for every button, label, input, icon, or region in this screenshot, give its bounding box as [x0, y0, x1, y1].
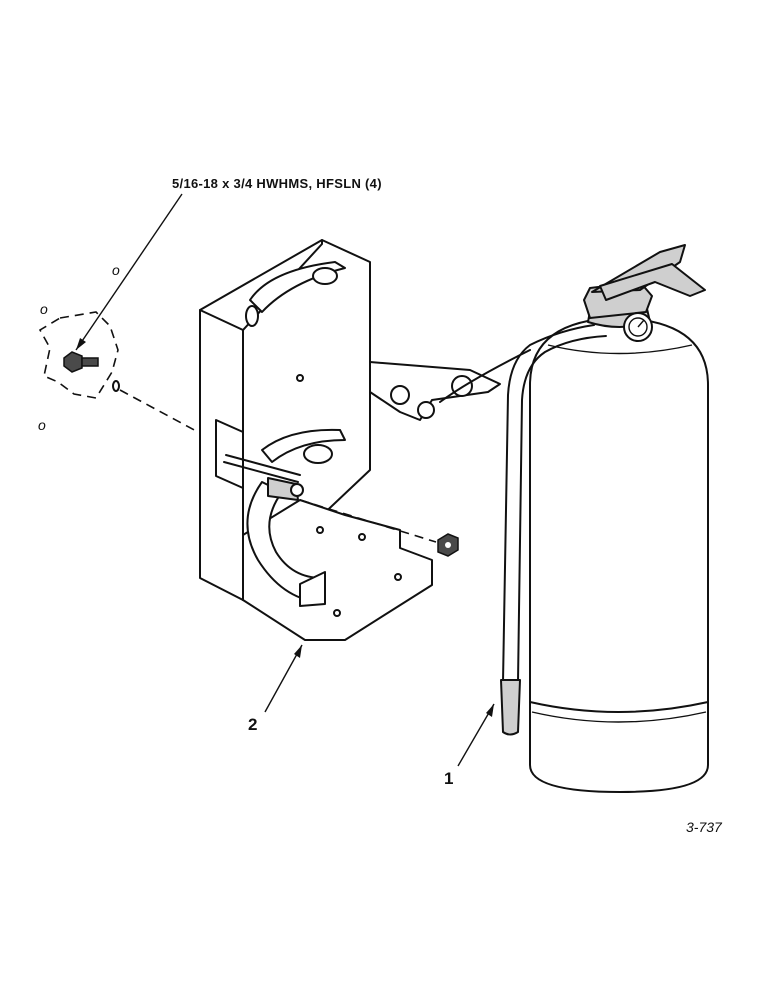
- extinguisher-base-band: [529, 701, 709, 713]
- wall-outline: [38, 311, 119, 399]
- assembly-line-nut: [299, 499, 437, 543]
- assembly-line-bolt: [119, 389, 199, 433]
- item-2-leader: [264, 644, 303, 713]
- hole-mark: o: [40, 301, 48, 317]
- flange-nut-icon: [437, 533, 459, 557]
- item-number-2: 2: [248, 715, 257, 734]
- fire-extinguisher-icon: [500, 244, 709, 793]
- hardware-leader: [75, 193, 183, 351]
- extinguisher-cylinder: [529, 317, 709, 793]
- arrowhead-icon: [294, 645, 302, 658]
- hardware-callout-label: 5/16-18 x 3/4 HWHMS, HFSLN (4): [172, 176, 382, 191]
- mounting-bracket-icon: [199, 239, 433, 641]
- bracket-rod: [223, 461, 299, 483]
- hole-mark: o: [112, 262, 120, 278]
- extinguisher-nozzle: [500, 679, 521, 736]
- arrowhead-icon: [486, 704, 494, 717]
- item-number-1: 1: [444, 769, 453, 788]
- arrowhead-icon: [76, 338, 86, 350]
- bracket-base-shelf: [242, 499, 433, 641]
- hole-mark: o: [38, 417, 46, 433]
- figure-id: 3-737: [686, 819, 723, 835]
- bolt-icon: [63, 351, 120, 392]
- extinguisher-hose: [502, 324, 595, 683]
- bracket-arm: [369, 349, 531, 421]
